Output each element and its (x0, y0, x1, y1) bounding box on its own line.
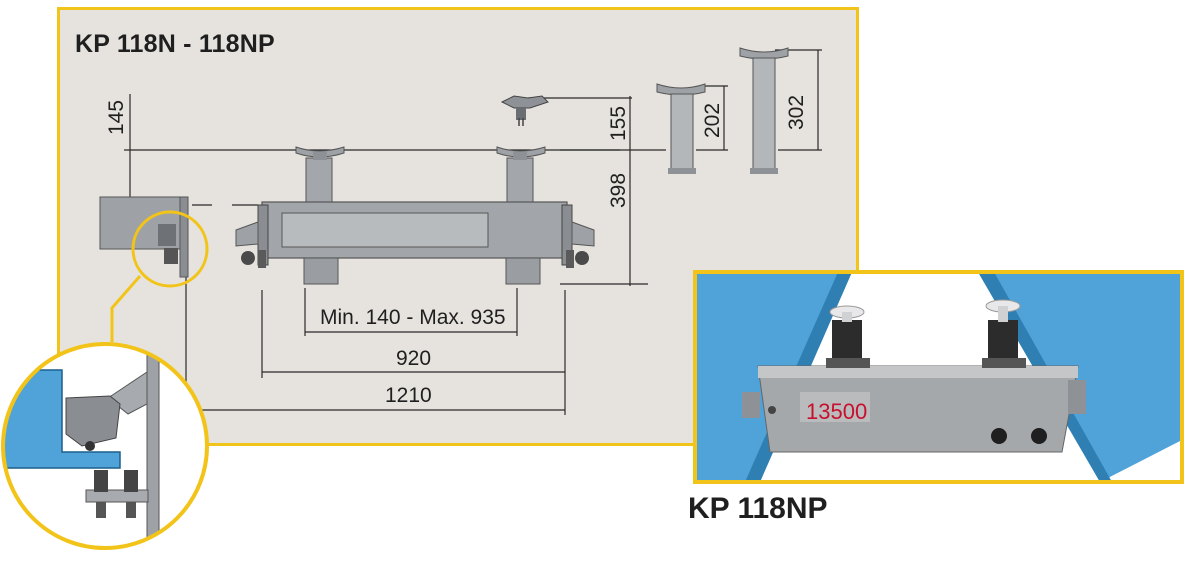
extension-adapter-302 (739, 47, 789, 174)
photo-plate-text: 13500 (806, 399, 867, 424)
jack-beam (235, 146, 595, 285)
dim-1210-label: 1210 (385, 384, 432, 407)
dim-145-label: 145 (105, 100, 128, 135)
side-bracket (99, 196, 189, 278)
detail-callout-ring (131, 210, 209, 288)
dim-155-label: 155 (607, 106, 630, 141)
extension-adapter-202 (656, 83, 706, 174)
dim-span-range-label: Min. 140 - Max. 935 (320, 306, 506, 329)
dim-920-label: 920 (396, 347, 431, 370)
detail-circle (1, 342, 209, 550)
detail-callout-line (110, 275, 142, 342)
product-photo: 13500 (693, 270, 1184, 484)
diagram-title: KP 118N - 118NP (75, 30, 275, 58)
dim-302-label: 302 (785, 95, 808, 130)
adapter-small (500, 95, 549, 126)
dim-202-label: 202 (701, 103, 724, 138)
dim-398-label: 398 (607, 173, 630, 208)
photo-caption: KP 118NP (688, 492, 828, 525)
